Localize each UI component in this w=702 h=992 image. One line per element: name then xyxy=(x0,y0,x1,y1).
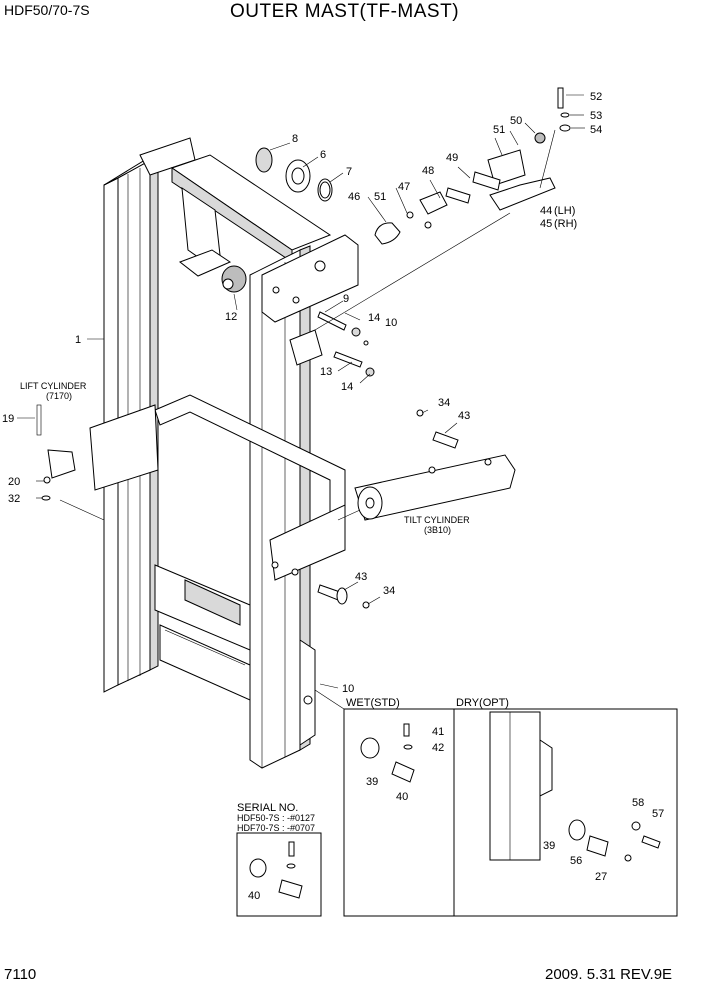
callout-34a: 34 xyxy=(438,397,450,409)
callout-labels: 1 8 6 7 9 14 10 12 13 14 46 51 47 48 49 … xyxy=(2,91,664,902)
callout-45-rh: (RH) xyxy=(554,218,577,230)
callout-19: 19 xyxy=(2,413,14,425)
callout-43a: 43 xyxy=(458,410,470,422)
serial-detail-box xyxy=(236,832,322,917)
lift-cylinder xyxy=(36,404,76,501)
callout-54: 54 xyxy=(590,124,602,136)
callout-51a: 51 xyxy=(374,191,386,203)
callout-58: 58 xyxy=(632,797,644,809)
callout-56: 56 xyxy=(570,855,582,867)
lift-cylinder-ref: (7170) xyxy=(46,391,72,401)
callout-34b: 34 xyxy=(383,585,395,597)
tilt-cylinder-ref: (3B10) xyxy=(424,525,451,535)
pins-9-13 xyxy=(317,311,375,377)
callout-46: 46 xyxy=(348,191,360,203)
pin-43-lower xyxy=(317,584,370,609)
mast-right-rail xyxy=(249,245,311,769)
model-code: HDF50/70-7S xyxy=(4,2,90,18)
callout-39a: 39 xyxy=(366,776,378,788)
lift-cylinder-label: LIFT CYLINDER xyxy=(20,381,87,391)
callout-43b: 43 xyxy=(355,571,367,583)
serial-hdf50: HDF50-7S : -#0127 xyxy=(237,813,315,823)
callout-50: 50 xyxy=(510,115,522,127)
callout-14b: 14 xyxy=(341,381,353,393)
callout-40b: 40 xyxy=(248,890,260,902)
callout-47: 47 xyxy=(398,181,410,193)
callout-40a: 40 xyxy=(396,791,408,803)
callout-32: 32 xyxy=(8,493,20,505)
callout-44: 44 xyxy=(540,205,552,217)
callout-39b: 39 xyxy=(543,840,555,852)
page-title: OUTER MAST(TF-MAST) xyxy=(230,1,460,22)
callout-13: 13 xyxy=(320,366,332,378)
roller-bearing-group xyxy=(255,147,333,202)
callout-53: 53 xyxy=(590,110,602,122)
mast-lower-bracket xyxy=(299,639,316,746)
mast-upper-bracket xyxy=(261,234,359,366)
callout-20: 20 xyxy=(8,476,20,488)
callout-48: 48 xyxy=(422,165,434,177)
page-number: 7110 xyxy=(4,966,37,983)
leader-lines xyxy=(17,94,585,689)
callout-8: 8 xyxy=(292,133,298,145)
callout-51b: 51 xyxy=(493,124,505,136)
middle-crossframe xyxy=(89,394,346,581)
serial-hdf70: HDF70-7S : -#0707 xyxy=(237,823,315,833)
callout-10b: 10 xyxy=(342,683,354,695)
roller-12 xyxy=(221,265,247,293)
callout-41: 41 xyxy=(432,726,444,738)
callout-1: 1 xyxy=(75,334,81,346)
callout-14a: 14 xyxy=(368,312,380,324)
top-plate-assembly xyxy=(374,87,571,245)
callout-45: 45 xyxy=(540,218,552,230)
callout-6: 6 xyxy=(320,149,326,161)
tilt-cylinder-label: TILT CYLINDER xyxy=(404,515,470,525)
wet-label: WET(STD) xyxy=(346,697,400,709)
callout-57: 57 xyxy=(652,808,664,820)
wet-dry-detail-box xyxy=(314,689,678,917)
tilt-cylinder xyxy=(354,409,516,521)
serial-label: SERIAL NO. xyxy=(237,802,298,814)
callout-52: 52 xyxy=(590,91,602,103)
lower-crossframe xyxy=(154,564,251,701)
callout-12: 12 xyxy=(225,311,237,323)
top-crossmember xyxy=(139,137,332,277)
callout-7: 7 xyxy=(346,166,352,178)
date-revision: 2009. 5.31 REV.9E xyxy=(545,966,673,983)
callout-27: 27 xyxy=(595,871,607,883)
dry-label: DRY(OPT) xyxy=(456,697,509,709)
callout-49: 49 xyxy=(446,152,458,164)
callout-42: 42 xyxy=(432,742,444,754)
callout-44-lh: (LH) xyxy=(554,205,575,217)
callout-9: 9 xyxy=(343,293,349,305)
callout-10a: 10 xyxy=(385,317,397,329)
